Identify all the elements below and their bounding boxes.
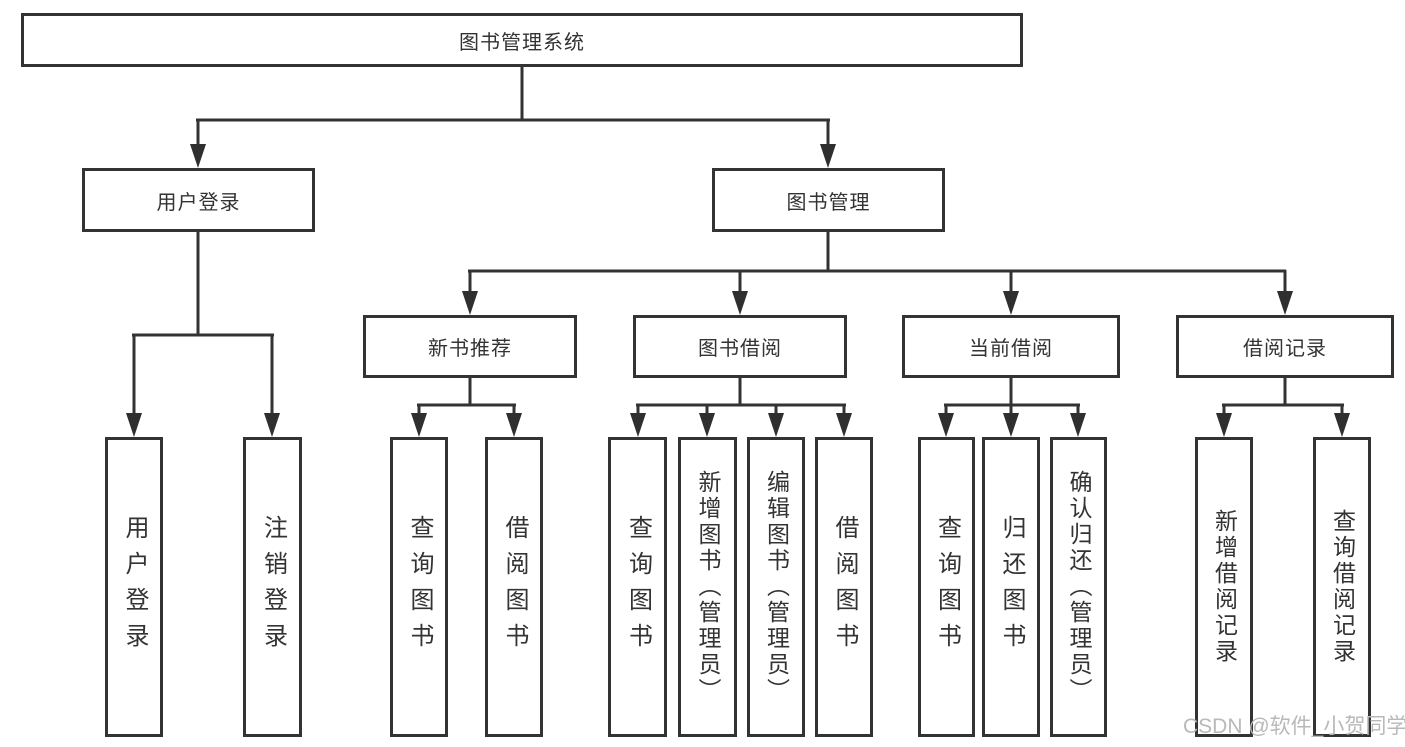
connector-book-borrow-children xyxy=(630,376,852,437)
connector-book-management-children xyxy=(462,230,1293,315)
connector-root-to-level2 xyxy=(190,65,836,168)
node-borrow-records-label: 借阅记录 xyxy=(1243,338,1327,360)
leaf-query-books-borrow: 查询图书 xyxy=(608,437,667,737)
leaf-confirm-return-admin: 确认归还（管理员） xyxy=(1050,437,1107,737)
leaf-query-books-recommend-label: 查询图书 xyxy=(406,515,433,659)
leaf-query-borrow-record: 查询借阅记录 xyxy=(1313,437,1371,737)
leaf-borrow-books-label: 借阅图书 xyxy=(831,515,858,659)
leaf-borrow-books: 借阅图书 xyxy=(815,437,873,737)
leaf-logout-label: 注销登录 xyxy=(259,515,287,659)
leaf-edit-book-admin: 编辑图书（管理员） xyxy=(747,437,805,737)
connector-current-borrow-children xyxy=(938,376,1086,437)
leaf-query-books-current: 查询图书 xyxy=(918,437,975,737)
node-new-book-recommend-label: 新书推荐 xyxy=(428,338,512,360)
leaf-add-book-admin: 新增图书（管理员） xyxy=(678,437,737,737)
leaf-logout: 注销登录 xyxy=(243,437,302,737)
leaf-query-books-borrow-label: 查询图书 xyxy=(624,515,652,659)
node-book-borrow: 图书借阅 xyxy=(633,315,847,378)
node-root-label: 图书管理系统 xyxy=(459,31,585,54)
leaf-add-borrow-record-label: 新增借阅记录 xyxy=(1211,509,1238,665)
leaf-user-login: 用户登录 xyxy=(105,437,163,737)
connector-user-login-children xyxy=(126,230,280,437)
leaf-add-borrow-record: 新增借阅记录 xyxy=(1195,437,1253,737)
leaf-confirm-return-admin-label: 确认归还（管理员） xyxy=(1066,470,1092,704)
node-borrow-records: 借阅记录 xyxy=(1176,315,1394,378)
leaf-query-borrow-record-label: 查询借阅记录 xyxy=(1329,509,1356,665)
leaf-query-books-recommend: 查询图书 xyxy=(390,437,448,737)
leaf-return-book: 归还图书 xyxy=(982,437,1040,737)
node-current-borrow: 当前借阅 xyxy=(902,315,1120,378)
connector-new-book-children xyxy=(411,376,522,437)
node-new-book-recommend: 新书推荐 xyxy=(363,315,577,378)
leaf-borrow-books-recommend-label: 借阅图书 xyxy=(501,515,528,659)
node-book-management: 图书管理 xyxy=(712,168,945,232)
leaf-borrow-books-recommend: 借阅图书 xyxy=(485,437,543,737)
node-user-login: 用户登录 xyxy=(82,168,315,232)
leaf-return-book-label: 归还图书 xyxy=(998,515,1025,659)
csdn-watermark: CSDN @软件_小贺同学 xyxy=(1183,715,1405,738)
node-user-login-label: 用户登录 xyxy=(156,191,241,214)
leaf-query-books-current-label: 查询图书 xyxy=(933,515,961,659)
node-root-system: 图书管理系统 xyxy=(21,13,1023,67)
leaf-user-login-label: 用户登录 xyxy=(121,515,148,659)
leaf-edit-book-admin-label: 编辑图书（管理员） xyxy=(763,470,790,704)
node-current-borrow-label: 当前借阅 xyxy=(969,338,1053,360)
leaf-add-book-admin-label: 新增图书（管理员） xyxy=(695,470,721,704)
node-book-management-label: 图书管理 xyxy=(786,191,871,214)
connector-borrow-records-children xyxy=(1216,376,1350,437)
node-book-borrow-label: 图书借阅 xyxy=(698,338,782,360)
